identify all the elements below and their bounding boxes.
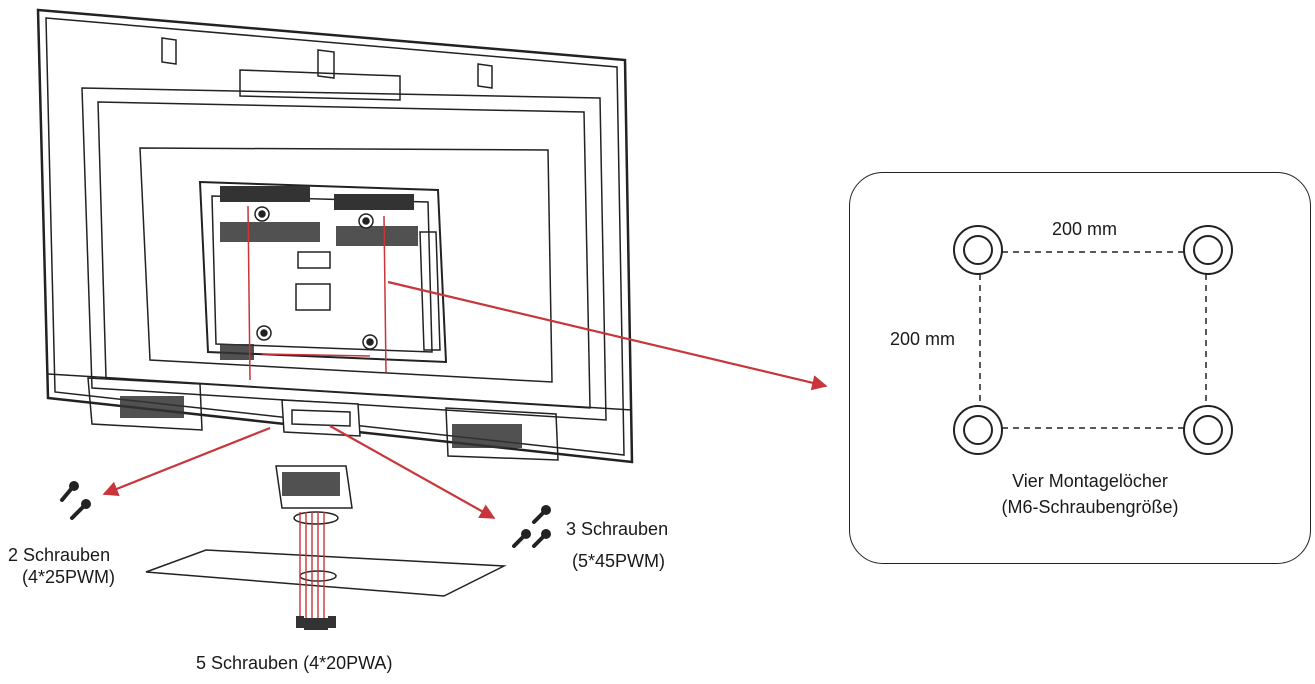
vesa-dimension-lines [979, 251, 1207, 429]
pointer-arrows [102, 280, 828, 519]
vesa-alignment-lines [247, 205, 387, 381]
screws-right-label: 3 Schrauben [566, 519, 669, 539]
vesa-holes [953, 225, 1233, 455]
screws-right-spec: (5*45PWM) [572, 551, 666, 571]
stand-neck [275, 465, 353, 525]
vesa-caption-line2: (M6-Schraubengröße) [1001, 497, 1179, 517]
screws-left-spec: (4*25PWM) [22, 567, 116, 587]
stand-base [145, 549, 507, 597]
stand-screw-lines [299, 512, 325, 622]
vesa-caption-line1: Vier Montagelöcher [1012, 471, 1168, 491]
stand-screws [296, 616, 336, 630]
tv-back [36, 8, 634, 464]
vesa-detail-panel [849, 172, 1311, 564]
screws-bottom-label: 5 Schrauben (4*20PWA) [196, 653, 393, 673]
screws-left-icon [60, 481, 91, 520]
screws-right-icon [512, 505, 551, 548]
tv-mount-holes [254, 206, 378, 350]
vesa-height-label: 200 mm [890, 329, 956, 349]
screws-left-label: 2 Schrauben [8, 545, 111, 565]
vesa-width-label: 200 mm [1052, 219, 1118, 239]
